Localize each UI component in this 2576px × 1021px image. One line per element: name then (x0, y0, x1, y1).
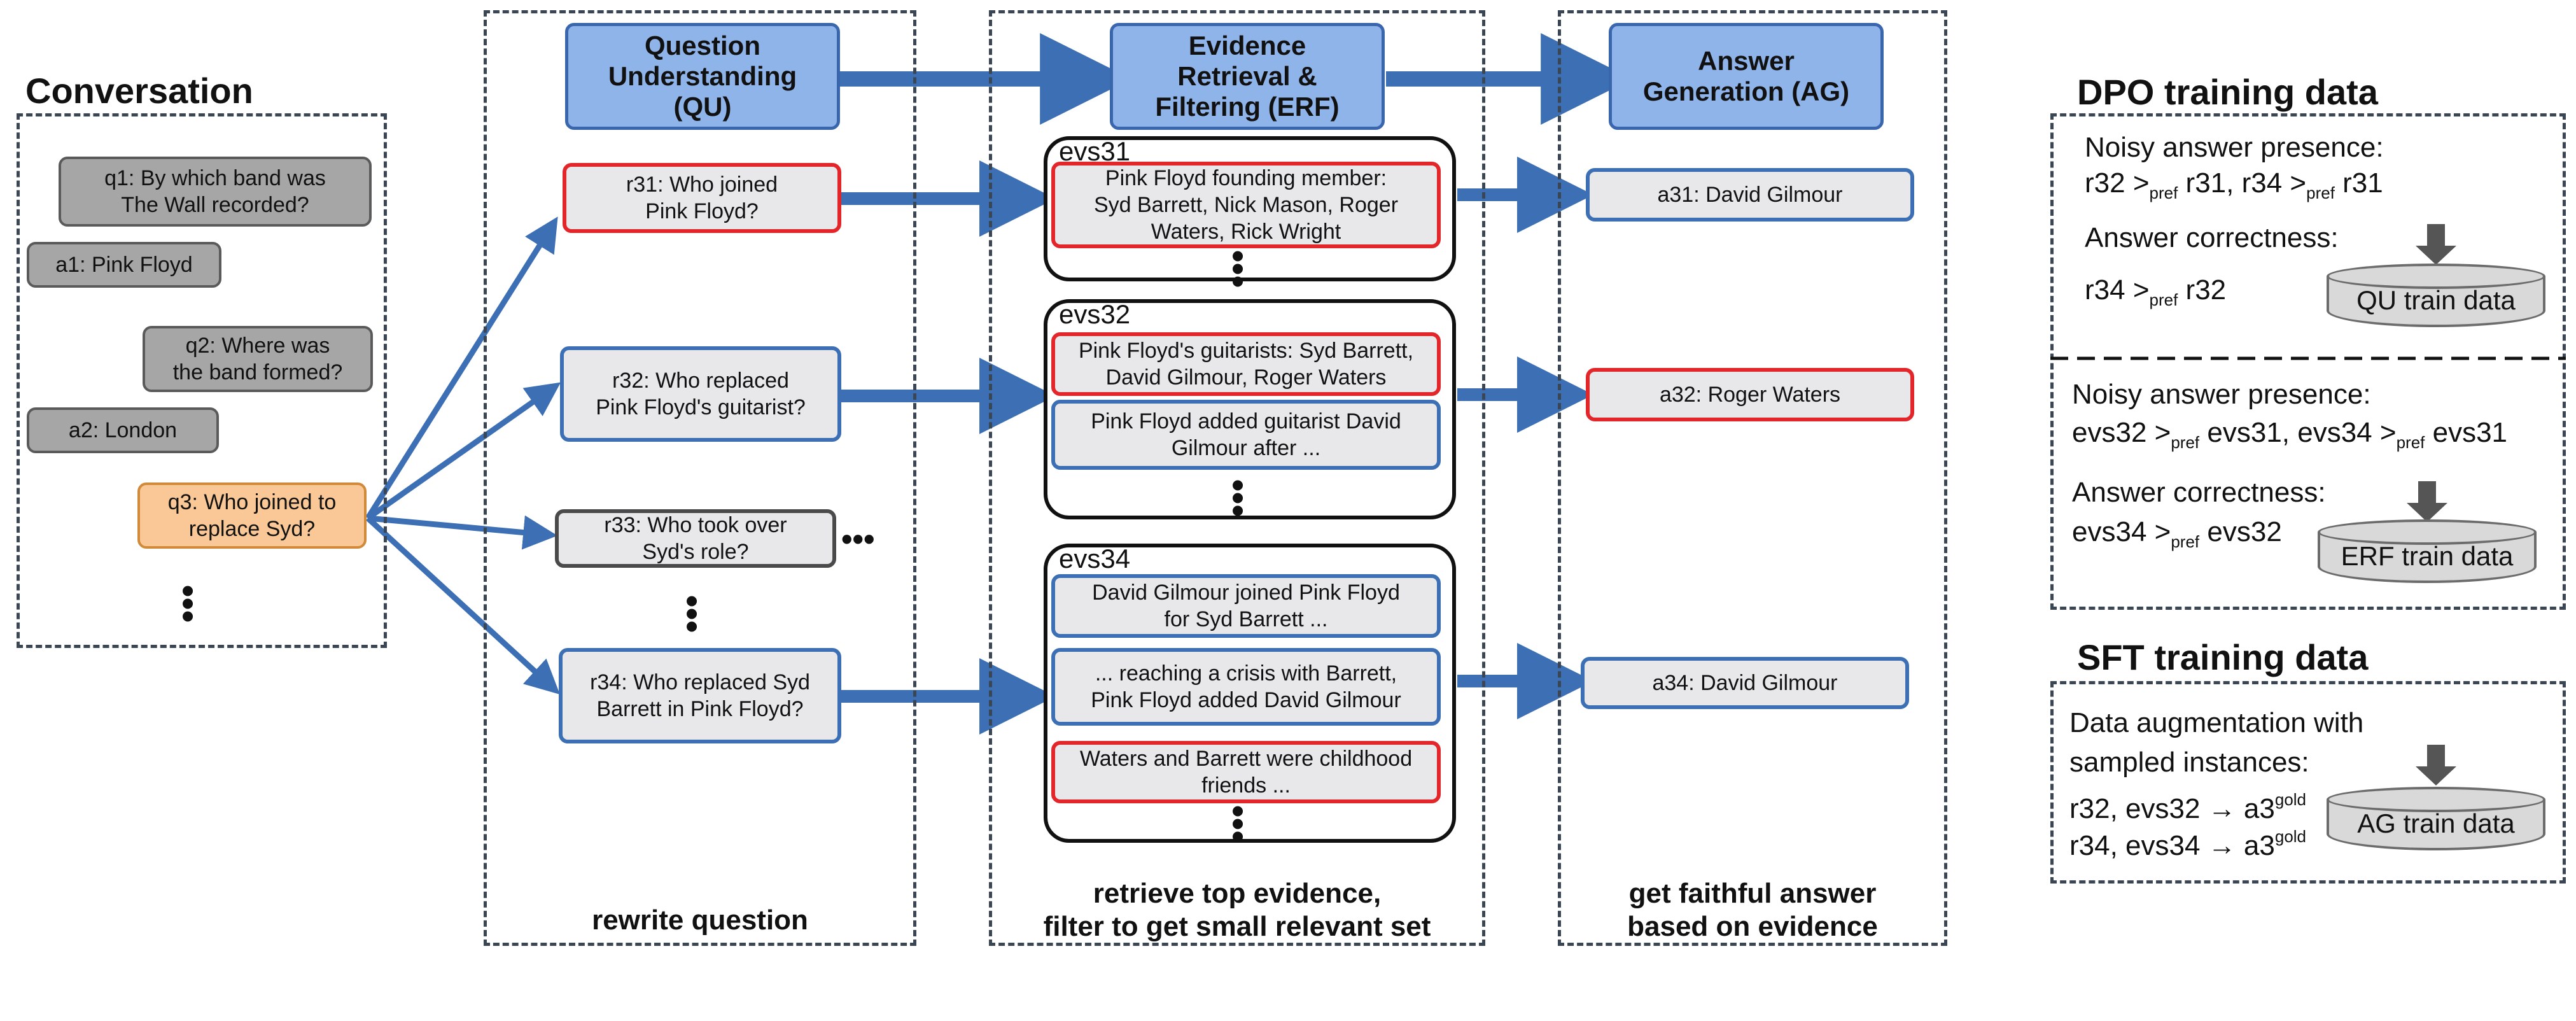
down-arrow-ag (2416, 745, 2456, 785)
dpo-qu-correct-label: Answer correctness: (2085, 222, 2339, 253)
evs31-evidence-1: Pink Floyd founding member: Syd Barrett,… (1051, 162, 1441, 248)
down-arrow-qu (2416, 224, 2456, 265)
evs32-more-dots: • • • (1231, 465, 1244, 530)
q2-bubble: q2: Where was the band formed? (143, 326, 373, 392)
conversation-panel (17, 113, 387, 648)
sft-line-1: Data augmentation with (2069, 707, 2364, 738)
sft-line-3: r32, evs32 → a3gold (2069, 790, 2307, 824)
answer-a32: a32: Roger Waters (1586, 368, 1914, 421)
rewrite-more-ellipsis: ••• (841, 521, 875, 557)
dpo-qu-noisy-line: r32 >pref r31, r34 >pref r31 (2085, 167, 2383, 202)
arrow-q3-to-r34 (365, 516, 560, 694)
ag-stage-header: Answer Generation (AG) (1609, 23, 1884, 130)
sft-line-4: r34, evs34 → a3gold (2069, 827, 2307, 861)
qu-train-data-label: QU train data (2356, 285, 2516, 315)
dpo-qu-correct-line: r34 >pref r32 (2085, 274, 2227, 309)
dpo-panel (2050, 113, 2566, 610)
ag-train-data-label: AG train data (2357, 808, 2515, 838)
conversation-more-dots: • • • (181, 570, 194, 636)
evs34-evidence-1: David Gilmour joined Pink Floyd for Syd … (1051, 574, 1441, 638)
evs32-evidence-2: Pink Floyd added guitarist David Gilmour… (1051, 400, 1441, 470)
dpo-separator (2050, 356, 2566, 360)
conversation-title: Conversation (25, 71, 253, 111)
dpo-erf-correct-label: Answer correctness: (2072, 477, 2326, 508)
evs32-evidence-1: Pink Floyd's guitarists: Syd Barrett, Da… (1051, 332, 1441, 396)
arrow-q3-to-r33 (367, 515, 558, 550)
sft-panel (2050, 681, 2566, 884)
qu-train-data-cylinder: QU train data (2327, 264, 2545, 327)
evs31-more-dots: • • • (1231, 236, 1244, 301)
evs34-evidence-3: Waters and Barrett were childhood friend… (1051, 741, 1441, 803)
ag-train-data-cylinder: AG train data (2327, 787, 2545, 850)
dpo-qu-noisy-label: Noisy answer presence: (2085, 132, 2384, 163)
rewrite-r32: r32: Who replaced Pink Floyd's guitarist… (560, 346, 841, 442)
erf-panel (989, 10, 1485, 946)
erf-train-data-label: ERF train data (2341, 541, 2514, 571)
dpo-title: DPO training data (2077, 72, 2378, 112)
erf-train-data-cylinder: ERF train data (2318, 519, 2537, 583)
rewrite-r31: r31: Who joined Pink Floyd? (563, 163, 841, 233)
evs34-label: evs34 (1059, 544, 1131, 574)
qu-stage-header: Question Understanding (QU) (565, 23, 840, 130)
q1-bubble: q1: By which band was The Wall recorded? (59, 157, 372, 227)
qu-caption: rewrite question (592, 905, 808, 936)
rewrite-more-dots: • • • (685, 581, 698, 646)
evs32-label: evs32 (1059, 299, 1131, 329)
arrow-q3-to-r31 (365, 216, 558, 520)
answer-a34: a34: David Gilmour (1581, 657, 1909, 709)
sft-line-2: sampled instances: (2069, 747, 2309, 778)
down-arrow-erf (2407, 481, 2447, 522)
evs34-more-dots: • • • (1231, 791, 1244, 856)
answer-a31: a31: David Gilmour (1586, 168, 1914, 222)
a1-bubble: a1: Pink Floyd (27, 242, 221, 288)
erf-stage-header: Evidence Retrieval & Filtering (ERF) (1110, 23, 1385, 130)
ag-caption: get faithful answer based on evidence (1627, 878, 1878, 942)
dpo-erf-correct-line: evs34 >pref evs32 (2072, 516, 2282, 551)
rewrite-r34: r34: Who replaced Syd Barrett in Pink Fl… (559, 648, 841, 743)
rewrite-r33: r33: Who took over Syd's role? (555, 509, 836, 568)
dpo-erf-noisy-label: Noisy answer presence: (2072, 379, 2371, 410)
erf-caption: retrieve top evidence, filter to get sma… (1043, 878, 1431, 942)
evs31-label: evs31 (1059, 136, 1131, 166)
evs34-evidence-2: ... reaching a crisis with Barrett, Pink… (1051, 648, 1441, 726)
dpo-erf-noisy-line: evs32 >pref evs31, evs34 >pref evs31 (2072, 417, 2508, 452)
q3-bubble: q3: Who joined to replace Syd? (137, 482, 367, 549)
a2-bubble: a2: London (27, 407, 219, 453)
ag-panel (1558, 10, 1947, 946)
sft-title: SFT training data (2077, 637, 2369, 677)
qu-panel (484, 10, 916, 946)
arrow-q3-to-r32 (366, 382, 561, 521)
